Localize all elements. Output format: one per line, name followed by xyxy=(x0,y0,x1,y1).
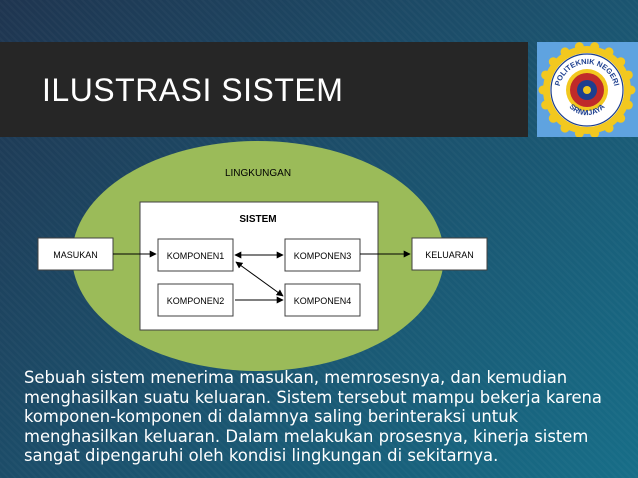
logo-petal xyxy=(548,57,558,67)
component-2-box xyxy=(157,283,234,317)
component-3-box xyxy=(284,238,361,272)
logo-petal xyxy=(626,85,636,95)
politeknik-logo-icon: POLITEKNIK NEGERI SRIWIJAYA xyxy=(538,42,636,137)
component-4-label: KOMPONEN4 xyxy=(294,296,352,306)
component-2-label: KOMPONEN2 xyxy=(167,296,225,306)
output-box xyxy=(411,237,488,271)
logo-petal xyxy=(541,100,551,110)
input-box xyxy=(37,237,114,271)
input-label: MASUKAN xyxy=(53,250,98,260)
logo-petal xyxy=(616,57,626,67)
component-4-box xyxy=(284,283,361,317)
logo-petal xyxy=(604,123,614,133)
logo-petal xyxy=(548,113,558,123)
component-3-label: KOMPONEN3 xyxy=(294,251,352,261)
logo-petal xyxy=(616,113,626,123)
logo-petal xyxy=(590,128,600,137)
title-bar xyxy=(0,42,528,137)
component-1-label: KOMPONEN1 xyxy=(167,251,225,261)
logo-petal xyxy=(574,42,584,52)
logo-petal xyxy=(538,85,548,95)
logo-petal xyxy=(560,47,570,57)
output-label: KELUARAN xyxy=(425,250,474,260)
logo-petal xyxy=(590,42,600,52)
logo-petal xyxy=(623,100,633,110)
logo-petal xyxy=(541,70,551,80)
slide-title: ILUSTRASI SISTEM xyxy=(42,72,344,108)
logo-petal xyxy=(623,70,633,80)
logo-ring xyxy=(538,42,636,137)
logo-panel: POLITEKNIK NEGERI SRIWIJAYA xyxy=(537,42,638,137)
arrow-component1-component4 xyxy=(235,261,284,297)
environment-label: LINGKUNGAN xyxy=(225,168,291,179)
system-label: SISTEM xyxy=(239,214,276,225)
logo-text-bottom: SRIWIJAYA xyxy=(568,102,607,118)
component-1-box xyxy=(157,238,234,272)
logo-petal xyxy=(604,47,614,57)
logo-petal xyxy=(560,123,570,133)
logo-petal xyxy=(574,128,584,137)
slide-body-text: Sebuah sistem menerima masukan, memroses… xyxy=(24,368,602,465)
